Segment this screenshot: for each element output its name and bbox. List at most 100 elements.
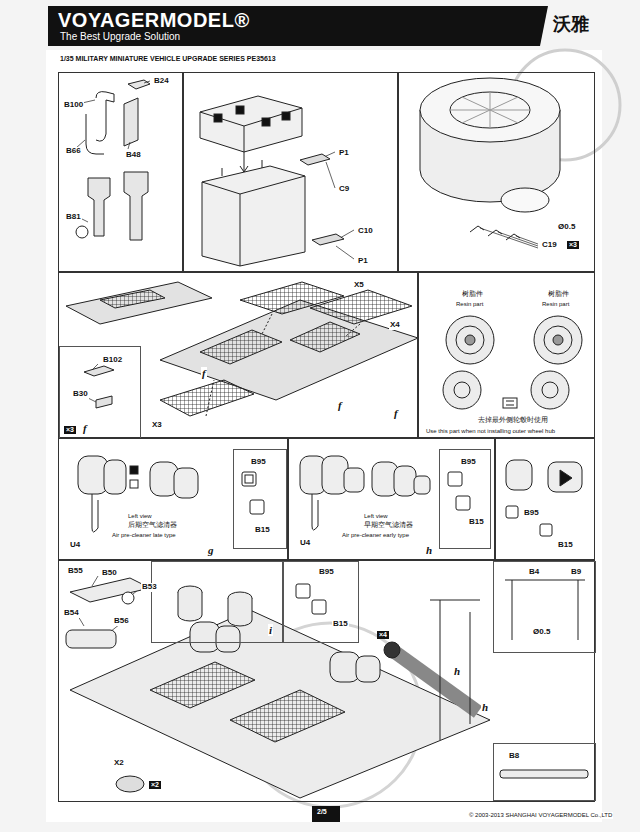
copyright-note: © 2003-2013 SHANGHAI VOYAGERMODEL Co.,LT… — [468, 812, 613, 819]
wheel-hub — [465, 335, 475, 345]
step-panel: iB95B15B4B9Ø0.5B8B55B50B53B54B56X2×2×4hh — [58, 560, 595, 802]
quantity-tag: ×3 — [64, 426, 76, 434]
part-number: B48 — [125, 151, 142, 160]
part-number: B100 — [63, 101, 84, 110]
grille-mesh — [150, 662, 255, 708]
leader-line — [498, 232, 538, 246]
part-number: P1 — [357, 257, 369, 266]
fit-line — [206, 314, 360, 416]
pipe-end — [506, 460, 532, 490]
part-number: B66 — [65, 147, 82, 156]
part-number: B9 — [570, 568, 582, 577]
exhaust-pipe — [392, 650, 478, 712]
rear-assembly — [66, 578, 588, 798]
chinese-note: 树脂件 — [461, 291, 484, 299]
square-ring — [312, 600, 326, 614]
hook-parts — [76, 80, 150, 240]
leader-line — [144, 81, 150, 83]
brand-tagline: The Best Upgrade Solution — [60, 31, 180, 42]
cleaner-body — [174, 468, 198, 498]
pipe-mouth — [384, 642, 400, 658]
part-number: B30 — [72, 390, 89, 399]
bracket-part — [312, 234, 344, 245]
cleaner-body — [356, 656, 380, 682]
quantity-tag: ×2 — [149, 781, 161, 789]
quantity-tag: ×4 — [377, 631, 389, 639]
part-number: U4 — [299, 539, 311, 548]
engine-part — [70, 578, 150, 602]
bar-part — [500, 770, 588, 778]
chinese-note: 去掉最外侧轮毂时使用 — [477, 417, 549, 425]
note-text: Air pre-cleaner early type — [341, 532, 410, 539]
leader-line — [326, 162, 335, 188]
step-panel: Ø0.5C19×3 — [398, 72, 595, 272]
part-number: B95 — [318, 568, 335, 577]
box-edge — [200, 108, 302, 152]
black-mark — [130, 466, 138, 474]
wheel-ring — [454, 382, 470, 398]
part-number: B15 — [254, 526, 271, 535]
hook-part — [86, 114, 104, 154]
header-band: VOYAGERMODEL®The Best Upgrade Solution沃雅 — [48, 6, 600, 48]
series-title: 1/35 MILITARY MINIATURE VEHICLE UPGRADE … — [60, 55, 276, 63]
page-number-box: 2/5 — [312, 806, 340, 822]
ammo-boxes — [200, 96, 344, 266]
part-number: B56 — [113, 617, 130, 626]
chinese-note: 后期空气滤清器 — [127, 522, 178, 530]
box-lid — [200, 96, 302, 152]
square-ring — [250, 500, 264, 514]
part-number: C19 — [541, 241, 558, 250]
step-letter: f — [393, 407, 399, 419]
step-panel: B24B100B66B48B81 — [58, 72, 183, 272]
wire-u4 — [92, 494, 98, 532]
direction-arrow — [240, 152, 248, 172]
square-ring — [456, 496, 470, 510]
deck-plate — [70, 610, 490, 798]
cap-part — [116, 776, 144, 792]
leader-line — [340, 230, 354, 238]
square-ring — [540, 524, 552, 536]
grille-mesh — [200, 330, 282, 364]
wire-u4 — [312, 494, 318, 530]
part-number: X3 — [151, 421, 163, 430]
part-number: B15 — [468, 518, 485, 527]
sheet — [46, 50, 602, 822]
hinge-part — [84, 366, 114, 376]
air-cleaners — [78, 456, 582, 536]
wheel — [443, 371, 481, 409]
part-number: B50 — [101, 569, 118, 578]
part-number: B53 — [141, 583, 158, 592]
part-number: B95 — [460, 458, 477, 467]
swap-icon — [503, 398, 517, 408]
inset-panel: B4B9Ø0.5 — [493, 561, 596, 653]
white-mark — [130, 480, 138, 488]
round-part — [122, 592, 134, 604]
turret — [420, 78, 560, 240]
wheel-ring — [542, 382, 558, 398]
brand-chinese: 沃雅 — [553, 14, 589, 34]
step-panel: P1C9C10P1 — [183, 72, 398, 272]
step-letter: g — [207, 544, 215, 556]
black-mark — [560, 470, 572, 486]
leader-line — [128, 142, 130, 149]
turret-roof — [420, 78, 560, 142]
part-number: B95 — [250, 458, 267, 467]
part-number: U4 — [69, 541, 81, 550]
hinge-part — [96, 396, 112, 408]
part-number: B95 — [523, 509, 540, 518]
cleaner-body — [344, 468, 364, 492]
part-number: B4 — [528, 568, 540, 577]
note-text: Left view — [127, 513, 153, 520]
step-panel: B95B15U4Left view后期空气滤清器Air pre-cleaner … — [58, 438, 288, 560]
note-text: Resin part — [455, 301, 484, 308]
step-letter: h — [481, 701, 489, 713]
header-band — [48, 6, 548, 46]
step-letter: f — [82, 422, 88, 434]
swap-icon — [506, 401, 514, 405]
chinese-note: 树脂件 — [547, 291, 570, 299]
turret-ring — [450, 92, 530, 128]
latch-part — [88, 178, 110, 236]
wheel-ring — [456, 326, 484, 354]
cleaner-body — [216, 626, 240, 652]
quantity-tag: 2/5 — [315, 808, 329, 816]
